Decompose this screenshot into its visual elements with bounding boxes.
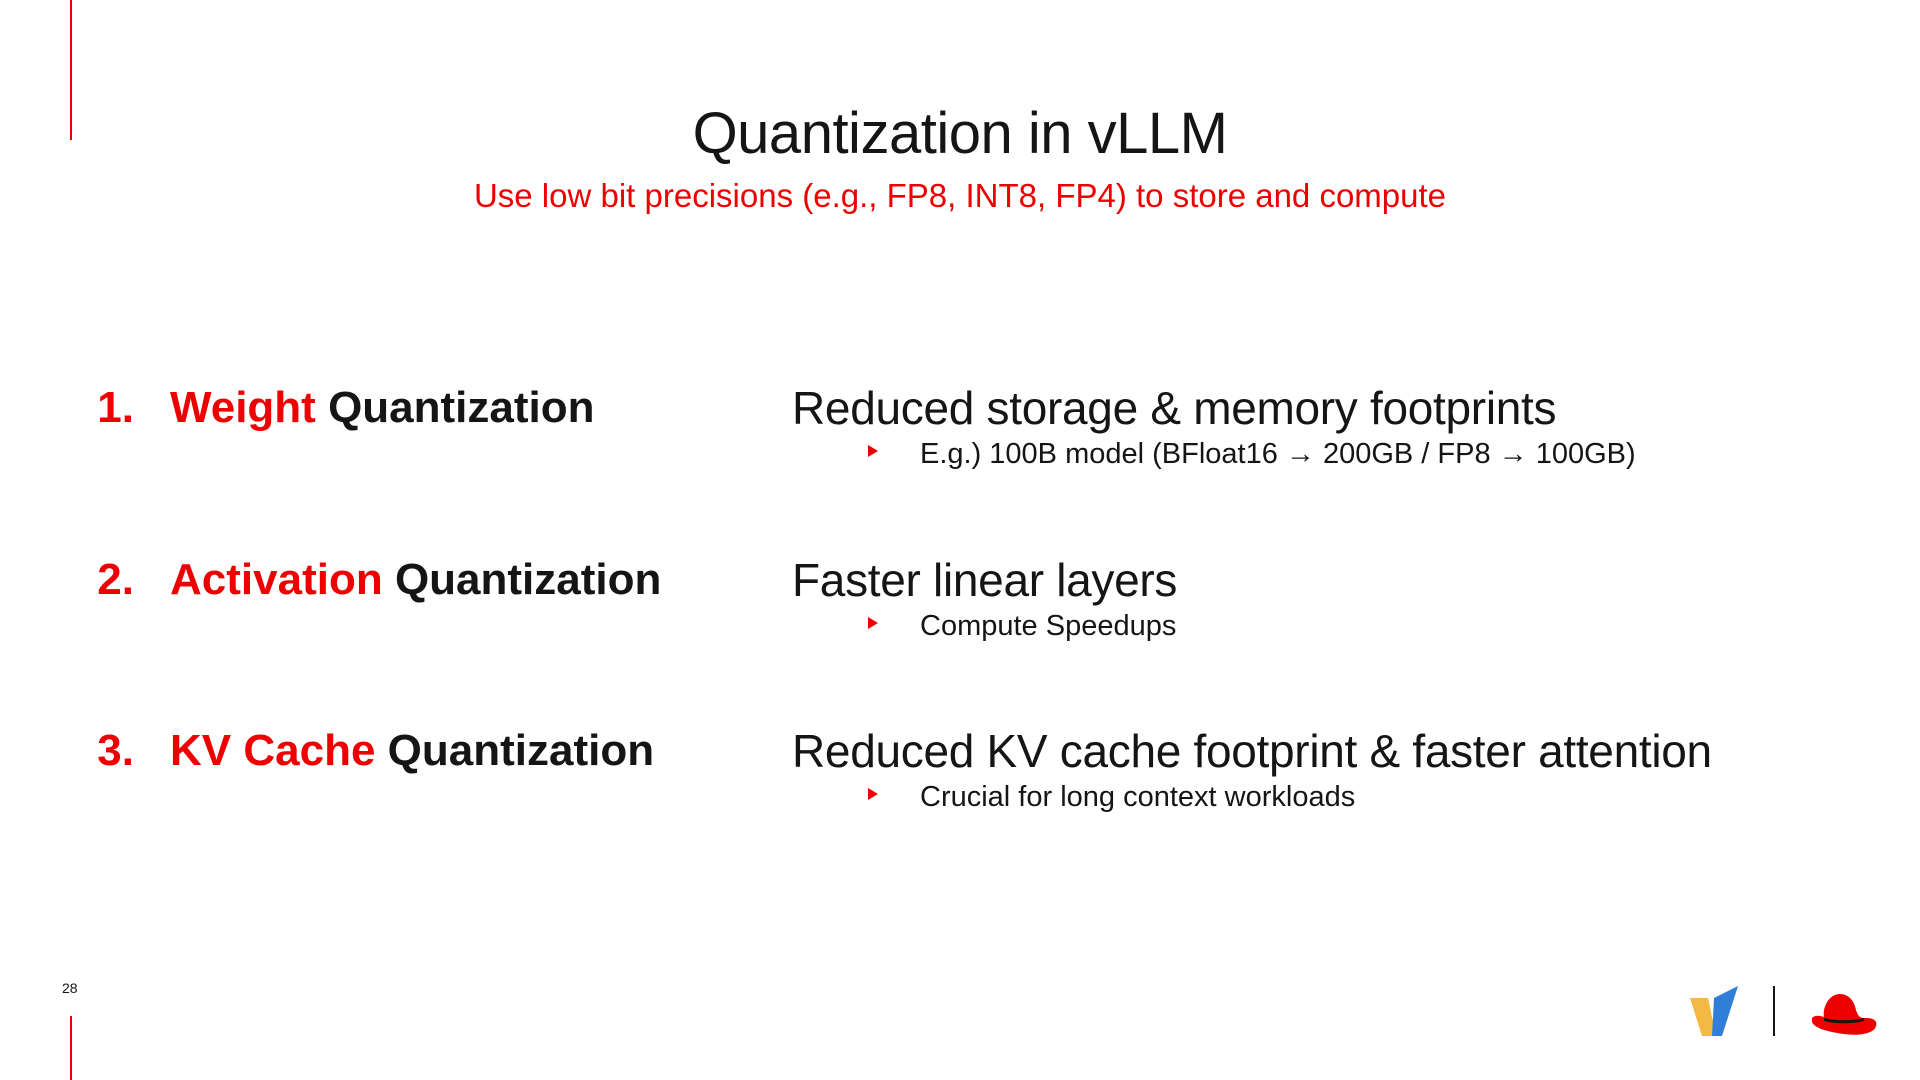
slide-subtitle: Use low bit precisions (e.g., FP8, INT8,… xyxy=(473,177,1447,214)
item-heading: Activation Quantization xyxy=(170,552,661,608)
vllm-logo-icon xyxy=(1690,986,1738,1036)
quantization-item-activation: 2. Activation Quantization Faster linear… xyxy=(0,552,1920,652)
quantization-item-weight: 1. Weight Quantization Reduced storage &… xyxy=(0,380,1920,480)
item-detail-text: E.g.) 100B model (BFloat16 → 200GB / FP8… xyxy=(920,438,1636,470)
item-heading-rest: Quantization xyxy=(387,726,655,775)
item-heading-rest: Quantization xyxy=(328,383,595,432)
item-heading-highlight: KV Cache xyxy=(170,726,376,775)
item-detail: Compute Speedups xyxy=(868,606,1176,646)
item-number: 3. xyxy=(97,726,134,775)
item-heading-highlight: Activation xyxy=(170,555,383,604)
item-benefit: Reduced storage & memory footprints xyxy=(792,382,1557,434)
item-benefit: Faster linear layers xyxy=(792,554,1178,606)
item-heading-highlight: Weight xyxy=(170,383,316,432)
accent-line-bottom xyxy=(70,1016,72,1080)
item-heading: KV Cache Quantization xyxy=(170,723,654,779)
item-detail-text: Compute Speedups xyxy=(920,610,1177,642)
item-heading: Weight Quantization xyxy=(170,380,595,436)
footer-logos xyxy=(1680,980,1900,1040)
item-number: 1. xyxy=(97,383,134,432)
item-detail: Crucial for long context workloads xyxy=(868,777,1355,817)
page-number: 28 xyxy=(62,980,78,996)
redhat-logo-icon xyxy=(1812,994,1877,1035)
item-detail-text: Crucial for long context workloads xyxy=(920,781,1356,813)
item-detail: E.g.) 100B model (BFloat16 → 200GB / FP8… xyxy=(868,434,1636,474)
bullet-triangle-icon xyxy=(868,617,878,629)
bullet-triangle-icon xyxy=(868,788,878,800)
item-heading-rest: Quantization xyxy=(394,555,662,604)
quantization-item-kv-cache: 3. KV Cache Quantization Reduced KV cach… xyxy=(0,723,1920,823)
slide-title: Quantization in vLLM xyxy=(692,101,1228,166)
item-number: 2. xyxy=(97,555,134,604)
item-benefit: Reduced KV cache footprint & faster atte… xyxy=(792,725,1712,777)
bullet-triangle-icon xyxy=(868,445,878,457)
accent-line-top xyxy=(70,0,72,140)
logo-divider xyxy=(1773,986,1775,1036)
